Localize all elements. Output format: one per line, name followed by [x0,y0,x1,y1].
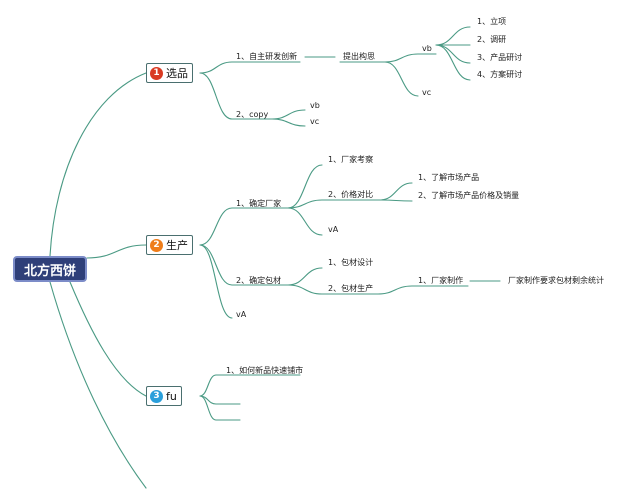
edge-root-branch-4 [49,281,147,489]
badge-1: 1 [150,66,163,80]
branch-label: 选品 [166,67,188,80]
node-jiage-duibi[interactable]: 2、价格对比 [328,190,374,199]
node-chanpin[interactable]: 3、产品研讨 [477,53,523,62]
node-zizhu[interactable]: 1、自主研发创新 [236,52,298,61]
node-queding-changjia[interactable]: 1、确定厂家 [236,199,282,208]
node-va-2[interactable]: vA [236,310,247,319]
edge-root-branch-2 [86,244,147,259]
node-ruhe[interactable]: 1、如何新品快速铺市 [226,366,304,375]
node-vb-1[interactable]: vb [422,44,432,53]
edge-jiage-liaojie1 [379,182,413,201]
edge-b1-zizhu [199,61,233,74]
node-yaoqiu[interactable]: 厂家制作要求包材剩余统计 [508,276,604,285]
node-tichu[interactable]: 提出构思 [343,52,375,61]
node-liaojie-1[interactable]: 1、了解市场产品 [418,173,480,182]
node-fangan[interactable]: 4、方案研讨 [477,70,523,79]
edge-jiage-liaojie2 [379,199,413,202]
edge-cj-va1 [287,207,323,236]
node-vb-2[interactable]: vb [310,101,320,110]
edge-bc-sheji [287,267,323,286]
edge-root-branch-3 [69,281,147,397]
branch-node-shengchan[interactable]: 2 生产 [146,235,193,255]
branch-node-xuanpin[interactable]: 1 选品 [146,63,193,83]
edge-copy-vb2 [271,109,306,120]
edge-bc-shengchan [287,284,323,295]
node-vc-1[interactable]: vc [422,88,432,97]
edge-b3-empty-2 [199,395,217,421]
node-diaoyan[interactable]: 2、调研 [477,35,507,44]
edge-b3-ruhe [199,374,217,397]
node-baocai-sheji[interactable]: 1、包材设计 [328,258,374,267]
edge-vb1-chanpin [435,44,471,64]
edge-vb1-lixiang [435,26,471,46]
node-changjia-zhizuo[interactable]: 1、厂家制作 [418,276,464,285]
node-queding-baocai[interactable]: 2、确定包材 [236,276,282,285]
root-label: 北方西饼 [23,263,76,279]
root-node[interactable]: 北方西饼 [13,256,87,282]
edge-b1-copy [199,72,233,120]
edge-tichu-vc1 [384,61,419,97]
edge-shengchan-zhizuo [377,285,413,295]
edge-copy-vc2 [271,118,306,127]
node-copy[interactable]: 2、copy [236,110,269,119]
badge-2: 2 [150,238,163,252]
node-lixiang[interactable]: 1、立项 [477,17,507,26]
edge-b2-va2 [199,244,233,319]
branch-label: fu [166,389,177,403]
branch-node-fu[interactable]: 3 fu [146,386,182,406]
edge-vb1-fangan [435,44,471,81]
branch-label: 生产 [166,239,188,252]
badge-3: 3 [150,389,163,403]
node-changjia-kaocha[interactable]: 1、厂家考察 [328,155,374,164]
edge-cj-kaocha [287,164,323,209]
node-liaojie-2[interactable]: 2、了解市场产品价格及销量 [418,191,520,200]
edge-root-branch-1 [49,72,147,257]
edge-cj-jiage [287,199,323,209]
node-vc-2[interactable]: vc [310,117,320,126]
node-baocai-shengchan[interactable]: 2、包材生产 [328,284,374,293]
edge-b2-queding-cj [199,207,233,246]
edge-tichu-vb1 [384,53,419,63]
node-va-1[interactable]: vA [328,225,339,234]
